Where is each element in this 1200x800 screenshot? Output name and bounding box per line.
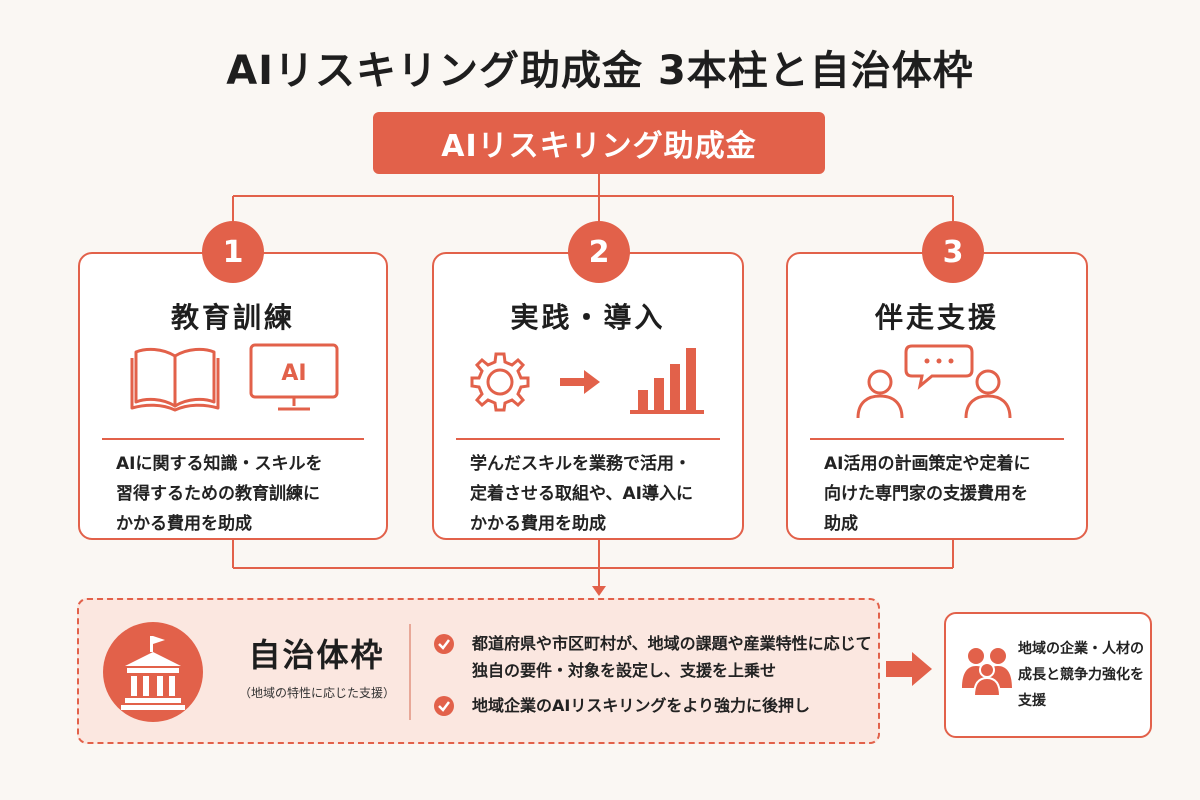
- pillar-description: 学んだスキルを業務で活用・ 定着させる取組や、AI導入に かかる費用を助成: [470, 454, 693, 534]
- bar-chart-icon: [630, 348, 704, 414]
- ai-monitor-icon: AI: [249, 343, 339, 411]
- speech-bubble-icon: [904, 344, 974, 390]
- group-people-icon: [962, 648, 1012, 697]
- municipal-frame-box: 自治体枠 （地域の特性に応じた支援） 都道府県や市区町村が、地域の課題や産業特性…: [77, 598, 880, 744]
- pillar-card-practice: 実践・導入 学んだスキルを業務で活用・ 定着させる取組や、AI導入に かかる費用…: [432, 252, 744, 540]
- gear-arrow-chart-icon: [470, 348, 704, 414]
- divider: [409, 624, 411, 720]
- pillar-title: 教育訓練: [170, 301, 295, 334]
- card-divider: [102, 438, 364, 440]
- card-divider: [810, 438, 1064, 440]
- municipal-title: 自治体枠: [248, 636, 385, 674]
- result-text: 地域の企業・人材の 成長と競争力強化を 支援: [1018, 641, 1144, 709]
- municipal-bullet: 都道府県や市区町村が、地域の課題や産業特性に応じて 独自の要件・対象を設定し、支…: [472, 634, 872, 680]
- card-divider: [456, 438, 720, 440]
- result-box: 地域の企業・人材の 成長と競争力強化を 支援: [944, 612, 1152, 738]
- pillar-number-badge: 2: [568, 221, 630, 283]
- main-subsidy-box: AIリスキリング助成金: [373, 112, 825, 174]
- government-building-icon: [103, 622, 203, 722]
- pillar-number-badge: 1: [202, 221, 264, 283]
- check-icon: [434, 634, 454, 654]
- pillar-card-education: 教育訓練 AI AIに関する知識・スキルを 習得するための教育訓練に かかる費用…: [78, 252, 388, 540]
- pillar-number-badge: 3: [922, 221, 984, 283]
- pillar-title: 伴走支援: [874, 301, 999, 334]
- pillar-description: AIに関する知識・スキルを 習得するための教育訓練に かかる費用を助成: [116, 454, 323, 534]
- arrow-right-icon: [560, 370, 600, 394]
- open-book-icon: [130, 347, 220, 412]
- pillar-card-support: 伴走支援 AI活用の計画策定や定着に 向けた専門家の支援費用を 助成: [786, 252, 1088, 540]
- page-title: AIリスキリング助成金 3本柱と自治体枠: [226, 48, 974, 94]
- pillar-description: AI活用の計画策定や定着に 向けた専門家の支援費用を 助成: [824, 454, 1031, 534]
- consultation-people-icon: [856, 344, 1012, 419]
- pillar-title: 実践・導入: [510, 301, 666, 334]
- municipal-bullet: 地域企業のAIリスキリングをより強力に後押し: [472, 696, 811, 715]
- check-icon: [434, 696, 454, 716]
- gear-icon: [470, 352, 530, 412]
- ai-label: AI: [281, 361, 306, 386]
- municipal-subtitle: （地域の特性に応じた支援）: [238, 686, 395, 700]
